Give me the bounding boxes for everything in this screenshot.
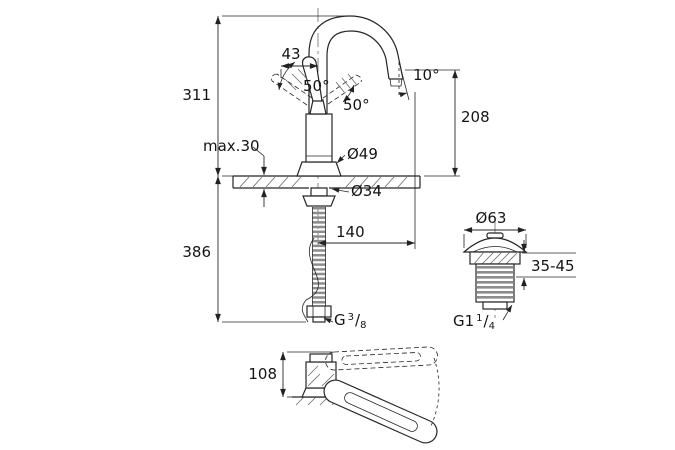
hose-connector-tip bbox=[312, 316, 326, 323]
loop-handle-down bbox=[323, 379, 438, 444]
swing-arc bbox=[429, 357, 440, 429]
side-neck bbox=[309, 353, 333, 363]
dim-208-label: 208 bbox=[461, 108, 490, 126]
mounting-nut bbox=[302, 195, 336, 207]
dim-total-height: 311 bbox=[182, 15, 352, 177]
dim-108-label: 108 bbox=[248, 365, 277, 383]
dim-311-label: 311 bbox=[182, 86, 211, 104]
dim-drain-diameter: Ø63 bbox=[463, 209, 527, 248]
dim-spout-angle: 10° bbox=[398, 61, 440, 101]
dim-43-label: 43 bbox=[281, 45, 300, 63]
dim-below-deck: 386 bbox=[182, 176, 306, 323]
aerator bbox=[389, 78, 403, 87]
side-view: 108 bbox=[248, 346, 440, 444]
shank bbox=[310, 187, 328, 197]
dim-reach: 140 bbox=[318, 92, 416, 249]
dim-386-label: 386 bbox=[182, 243, 211, 261]
dim-35-45-label: 35-45 bbox=[531, 257, 575, 275]
dim-deck-max: max.30 bbox=[203, 137, 267, 207]
dim-base-diameter: Ø49 bbox=[336, 145, 378, 164]
dim-hole-diameter: Ø34 bbox=[331, 182, 382, 200]
drain-flange bbox=[462, 237, 528, 253]
deck-hatch bbox=[239, 176, 408, 188]
dim-max30-label: max.30 bbox=[203, 137, 260, 155]
dim-140-label: 140 bbox=[336, 223, 365, 241]
second-hose bbox=[301, 237, 319, 323]
lever-cone bbox=[309, 99, 327, 115]
hose-connector bbox=[306, 305, 332, 318]
dim-34-label: Ø34 bbox=[351, 182, 382, 200]
angle-50-left-label: 50° bbox=[303, 77, 330, 95]
dim-lever-angles: 50° 50° bbox=[277, 61, 370, 114]
drain-push-button bbox=[486, 232, 504, 239]
dim-side-height: 108 bbox=[248, 351, 332, 398]
dim-49-label: Ø49 bbox=[347, 145, 378, 163]
front-view bbox=[232, 8, 421, 323]
drain-bottom-cap bbox=[482, 301, 508, 310]
angle-50-right-label: 50° bbox=[343, 96, 370, 114]
angle-10-label: 10° bbox=[413, 66, 440, 84]
loop-handle-horizontal bbox=[325, 346, 438, 371]
faucet-body bbox=[305, 113, 333, 163]
supply-hose bbox=[301, 207, 332, 323]
dim-63-label: Ø63 bbox=[476, 209, 507, 227]
escutcheon bbox=[296, 161, 342, 177]
deck bbox=[232, 175, 421, 189]
dim-clamp-range: 35-45 bbox=[516, 240, 576, 290]
dim-spout-height: 208 bbox=[405, 69, 490, 177]
